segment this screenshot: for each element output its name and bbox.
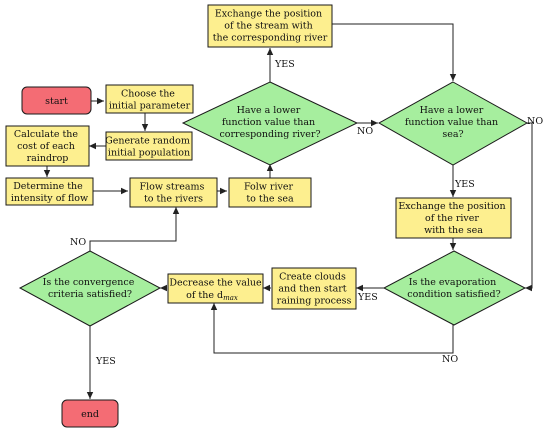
label-no-middle: NO [357,126,373,137]
node-decrease-dmax-label-line2: of the dmax [186,290,238,302]
node-question-lower-than-sea: Have a lower function value than sea? [377,81,529,166]
label-yes-convergence: YES [95,356,116,367]
node-flow-river-to-sea: Folw river to the sea [228,177,312,208]
node-generate-random-population: Generate random initial population [105,131,193,161]
node-generate-random-population-label: Generate random initial population [105,136,193,159]
node-exchange-stream-with-river-label: Exchange the position of the stream with… [213,9,328,44]
node-exchange-river-with-sea: Exchange the position of the river with … [395,197,512,239]
node-flow-river-to-sea-label: Folw river to the sea [244,182,296,205]
node-start-label: start [45,96,68,107]
node-question-lower-than-river-label: Have a lower function value than corresp… [219,105,320,140]
edges [43,23,533,399]
node-create-clouds-label: Create clouds and then start raining pro… [277,272,352,307]
node-determine-intensity: Determine the intensity of flow [5,177,94,206]
node-flow-streams-to-rivers-label: Flow streams to the rivers [140,182,208,205]
node-calculate-cost-label: Calculate the cost of each raindrop [14,129,81,164]
label-no-right: NO [527,116,543,127]
node-exchange-stream-with-river: Exchange the position of the stream with… [207,4,333,48]
edge-convergence-no-to-flowstreams [89,207,180,251]
node-exchange-river-with-sea-label: Exchange the position of the river with … [398,201,508,236]
node-determine-intensity-label: Determine the intensity of flow [11,181,88,204]
node-question-evaporation: Is the evaporation condition satisfied? [382,250,527,326]
label-yes-sea: YES [454,179,475,190]
label-yes-top: YES [274,59,295,70]
node-decrease-dmax-label: Decrease the value [169,278,262,289]
node-decrease-dmax: Decrease the value of the dmax [167,273,264,304]
node-flow-streams-to-rivers: Flow streams to the rivers [129,177,218,208]
edge-exchange-to-question-sea [332,23,457,81]
edge-evaporation-no-to-decrease [210,303,454,354]
node-start: start [21,86,92,115]
node-question-convergence-label: Is the convergence criteria satisfied? [43,277,138,300]
label-no-bottom: NO [442,354,458,365]
node-choose-initial-parameter: Choose the initial parameter [105,84,194,114]
node-question-convergence: Is the convergence criteria satisfied? [18,250,162,327]
node-question-lower-than-sea-label: Have a lower function value than sea? [405,105,501,140]
node-end: end [61,399,119,428]
node-end-label: end [81,409,99,420]
node-question-evaporation-label: Is the evaporation condition satisfied? [407,277,500,300]
label-no-convergence: NO [70,237,86,248]
node-question-lower-than-river: Have a lower function value than corresp… [181,81,359,166]
node-choose-initial-parameter-label: Choose the initial parameter [109,89,191,112]
node-create-clouds: Create clouds and then start raining pro… [271,267,357,310]
edge-labels: YES NO NO YES YES NO NO YES [70,59,543,367]
edge-question-sea-no-to-evaporation [525,122,533,292]
node-calculate-cost: Calculate the cost of each raindrop [5,125,90,167]
label-yes-evaporation: YES [357,292,378,303]
